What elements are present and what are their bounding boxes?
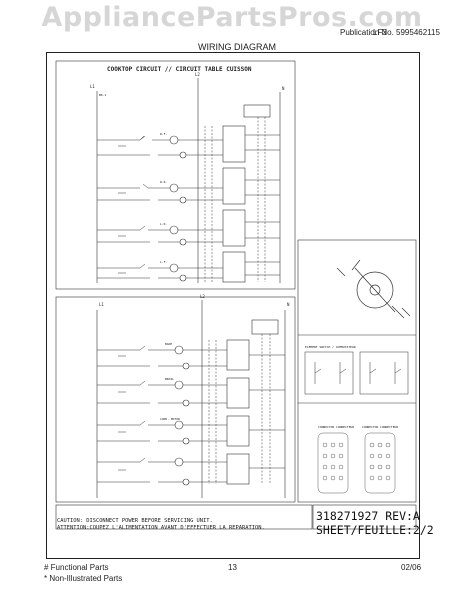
publication-date: 02/06 [401,563,422,572]
document-revision: 318271927 REV:A SHEET/FEUILLE:2/2 [316,509,434,537]
switch-label: ELEMENT SWITCH / COMMUTATEUR [305,345,356,349]
line-l1-bottom: L1 [99,302,104,307]
line-code: BK-1 [99,93,106,97]
line-l1-top: L1 [90,84,95,89]
cooktop-circuit-title: COOKTOP CIRCUIT // CIRCUIT TABLE CUISSON [107,66,252,73]
element-label-lr: L.R. [160,222,167,226]
page-number: 13 [228,563,237,572]
element-label-lf: L.F. [160,260,167,264]
legend-functional-parts: # Functional Parts [44,563,109,572]
connector-panel [297,239,417,503]
oven-circuit-box [55,296,296,503]
diagram-frame [46,52,420,559]
legend-non-illustrated-parts: * Non-Illustrated Parts [44,574,123,583]
connector-pin-grid [317,432,396,494]
line-l2-bottom: L2 [200,294,205,299]
page-title: WIRING DIAGRAM [198,42,276,52]
connector-label-right: CONNECTOR CONNECTEUR [362,425,398,429]
oven-label-bake: BAKE [165,342,172,346]
line-n-bottom: N [287,302,290,307]
element-label-rf: R.F. [160,132,167,136]
watermark-logo: AppliancePartsPros.com [41,2,423,33]
model-number: LF3 [373,28,387,37]
oven-label-broil: BROIL [165,377,174,381]
fan-motor-label: CONV. MOTOR [160,417,180,421]
document-number: 318271927 REV:A [316,509,420,523]
connector-label-left: CONNECTOR CONNECTEUR [318,425,354,429]
publication-number: Publication No. 5995462115 [340,28,440,37]
element-label-rr: R.R. [160,180,167,184]
motor-icon [336,259,411,319]
caution-line-english: CAUTION: DISCONNECT POWER BEFORE SERVICI… [57,518,213,524]
cooktop-circuit-box [55,60,296,290]
line-l2-top: L2 [195,72,200,77]
line-n-top: N [282,86,285,91]
sheet-number: SHEET/FEUILLE:2/2 [316,523,434,537]
caution-notice: CAUTION: DISCONNECT POWER BEFORE SERVICI… [57,518,265,531]
caution-line-french: ATTENTION:COUPEZ L'ALIMENTATION AVANT D'… [57,524,265,531]
